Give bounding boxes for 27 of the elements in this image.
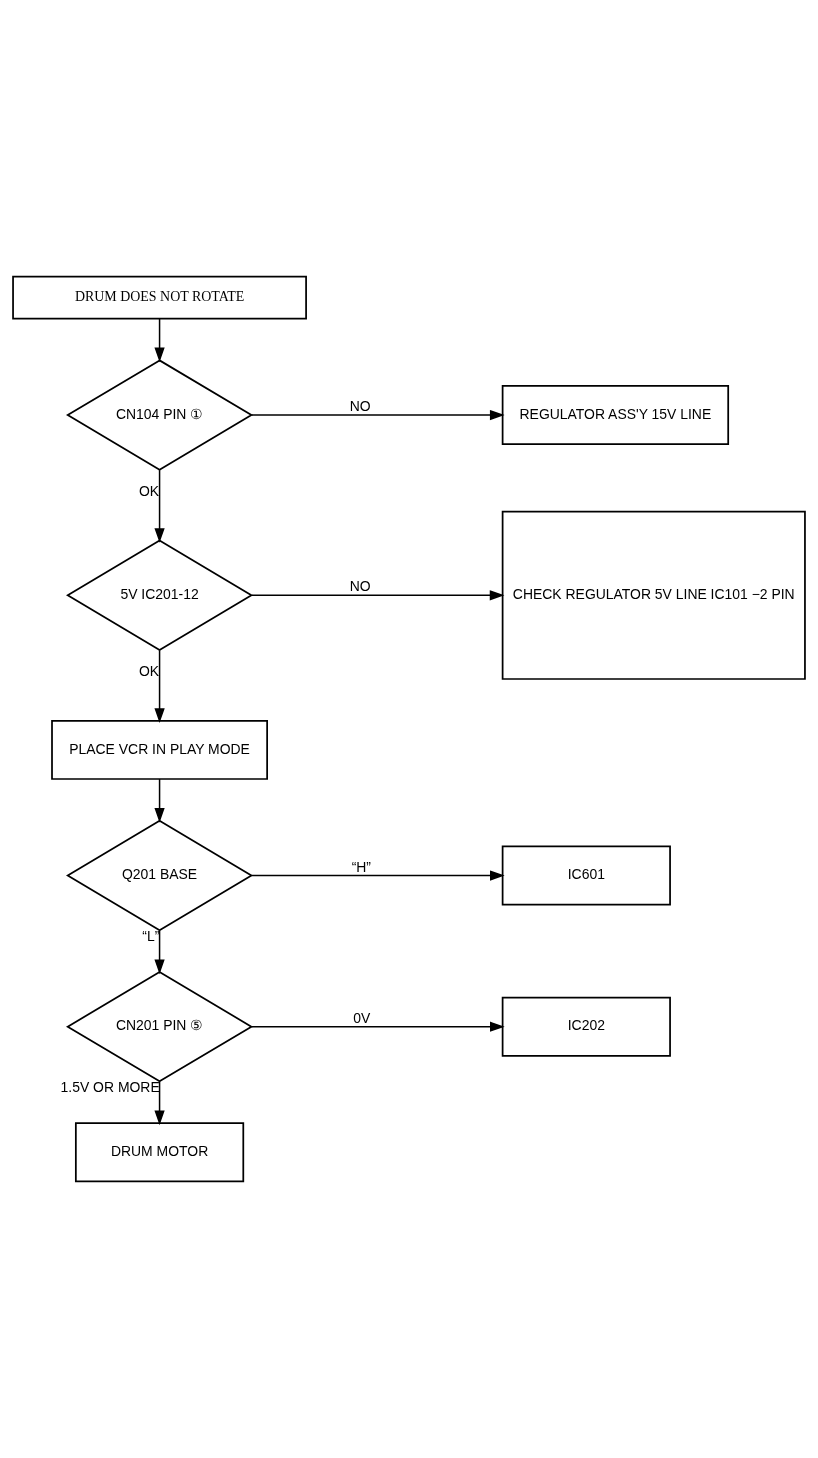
node-box: DRUM DOES NOT ROTATE: [12, 275, 307, 320]
arrow: [154, 469, 165, 543]
arrow: [251, 590, 505, 601]
node-diamond: 5V IC201-12: [66, 539, 254, 651]
arrow: [250, 870, 505, 881]
arrow: [154, 649, 165, 724]
node-box: DRUM MOTOR: [74, 1122, 245, 1183]
node-diamond: Q201 BASE: [66, 819, 254, 932]
node-box: IC601: [501, 845, 671, 906]
arrow: [154, 929, 165, 975]
arrow: [250, 1021, 505, 1032]
arrow: [251, 409, 505, 421]
node-box: CHECK REGULATOR 5V LINE IC101 −2 PIN: [501, 510, 806, 680]
edge-label: OK: [139, 482, 160, 499]
edge-label: NO: [349, 578, 371, 595]
edge-label: 0V: [353, 1009, 371, 1026]
node-box: REGULATOR ASS'Y 15V LINE: [501, 385, 730, 445]
arrow: [154, 317, 165, 363]
edge-label: “H”: [351, 858, 371, 875]
node-box: IC202: [501, 996, 671, 1057]
edge-label: NO: [349, 398, 371, 415]
edge-label: OK: [139, 662, 160, 679]
node-diamond: CN104 PIN ①: [66, 359, 254, 471]
arrow: [154, 778, 165, 823]
arrow: [154, 1080, 165, 1126]
node-diamond: CN201 PIN ⑤: [66, 971, 254, 1083]
node-box: PLACE VCR IN PLAY MODE: [51, 720, 268, 780]
